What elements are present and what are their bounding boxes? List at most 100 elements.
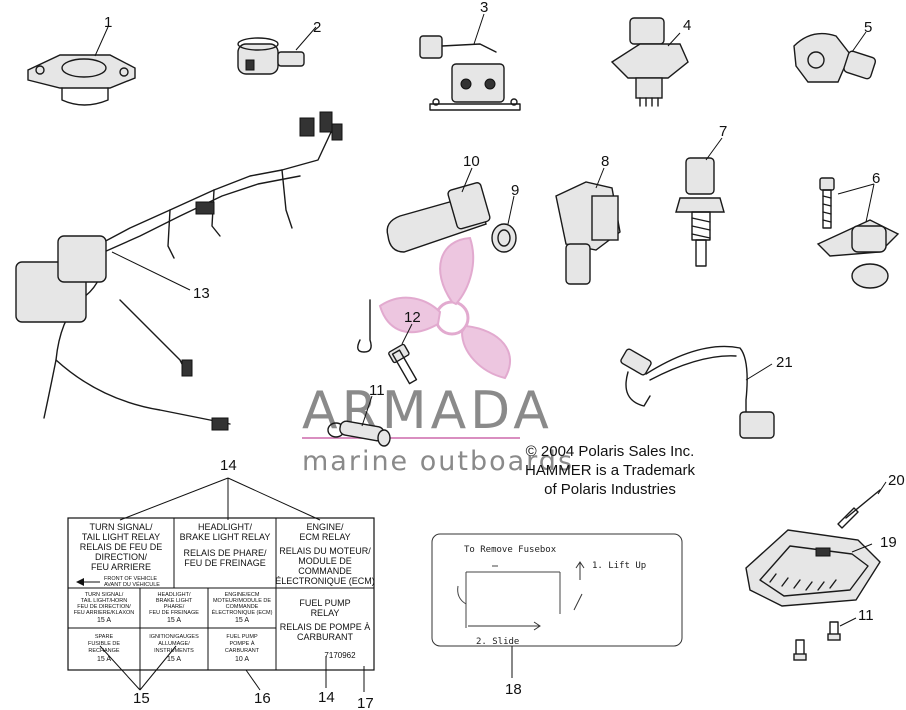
callout-8: 8 — [601, 153, 609, 170]
propeller-logo-icon — [378, 236, 511, 380]
fusebox-decal-title: To Remove Fusebox — [464, 545, 557, 555]
callout-16: 16 — [254, 690, 271, 707]
copyright-notice: © 2004 Polaris Sales Inc. HAMMER is a Tr… — [512, 442, 708, 499]
decal-line: RELAIS DE PHARE/ — [183, 548, 267, 558]
decal-line: HEADLIGHT/ — [157, 592, 190, 598]
part-19-fuse-box — [745, 529, 881, 607]
callout-11-middle: 11 — [369, 382, 385, 399]
callout-19: 19 — [880, 534, 897, 551]
decal-line: FUEL PUMP — [299, 598, 350, 608]
copyright-line-2: HAMMER is a Trademark — [524, 462, 696, 479]
decal-line: FEU DE FREINAGE — [184, 558, 266, 568]
decal-line: COMMANDE — [298, 566, 352, 576]
decal-line: PHARE/ — [164, 604, 185, 610]
decal-line: ENGINE/ — [306, 522, 344, 532]
decal-line: AVANT DU VÉHICULE — [104, 581, 160, 588]
callout-11-right: 11 — [858, 607, 874, 624]
callout-7: 7 — [719, 123, 727, 140]
callout-14-top: 14 — [220, 457, 237, 474]
decal-line: IGNITION/GAUGES — [149, 634, 199, 640]
decal-part-number: 7170962 — [324, 651, 356, 660]
decal-line: RELAIS DE POMPE À — [280, 622, 371, 632]
decal-line: BRAKE LIGHT RELAY — [180, 532, 271, 542]
slide-arrow-icon — [468, 621, 541, 631]
copyright-line-1: © 2004 Polaris Sales Inc. — [525, 443, 695, 460]
decal-line: FEU DE DIRECTION/ — [77, 604, 131, 610]
callout-2: 2 — [313, 19, 321, 36]
decal-line: ALLUMAGE/ — [158, 641, 190, 647]
part-10-ignition-coil — [386, 167, 491, 253]
decal-line: RELAIS DU MOTEUR/ — [279, 546, 371, 556]
decal-line: SPARE — [95, 634, 114, 640]
watermark-brand: ARMADA — [302, 381, 553, 441]
decal-engine-relay: ENGINE/ ECM RELAY RELAIS DU MOTEUR/ MODU… — [275, 522, 375, 586]
watermark-tagline: marine outboards — [302, 446, 574, 477]
decal-line: ENGINE/ECM — [225, 592, 260, 598]
front-of-vehicle-note: FRONT OF VEHICLE AVANT DU VÉHICULE — [76, 576, 160, 588]
callout-10: 10 — [463, 153, 480, 170]
decal-line: RECHANGE — [88, 648, 120, 654]
part-13-wire-harness — [15, 111, 343, 431]
decal-line: FRONT OF VEHICLE — [104, 576, 157, 582]
fuse-spare: SPARE FUSIBLE DE RECHANGE 15 A — [88, 634, 120, 663]
part-11-screws — [793, 617, 857, 661]
part-2-solenoid — [237, 26, 317, 75]
decal-line: TAIL LIGHT/HORN — [81, 598, 127, 604]
lift-up-arrow-icon — [575, 561, 585, 580]
fuse-engine: ENGINE/ECM MOTEUR/MODULE DE COMMANDE ÉLE… — [212, 592, 273, 624]
callout-4: 4 — [683, 17, 691, 34]
part-12-bolt — [357, 299, 418, 385]
callout-3: 3 — [480, 0, 488, 16]
part-11-spacer — [327, 395, 391, 447]
callout-15: 15 — [133, 690, 150, 707]
callout-labels: 1 2 3 4 5 6 7 8 9 10 11 11 12 13 14 14 1… — [104, 0, 905, 710]
decal-line: 15 A — [97, 656, 111, 663]
callout-14-bottom: 14 — [318, 689, 335, 706]
part-1-flange-sensor — [27, 26, 136, 106]
part-9-grommet — [491, 195, 517, 253]
callout-9: 9 — [511, 182, 519, 199]
part-5-tps-sensor — [793, 31, 877, 83]
decal-line: ECM RELAY — [299, 532, 350, 542]
decal-line: ÉLECTRONIQUE (ECM) — [275, 576, 375, 586]
decal-line: 15 A — [235, 617, 249, 624]
decal-line: MODULE DE — [298, 556, 352, 566]
decal-line: INSTRUMENTS — [154, 648, 194, 654]
decal-line: ÉLECTRONIQUE (ECM) — [212, 609, 273, 616]
part-7-temperature-sensor — [675, 137, 725, 267]
callout-12: 12 — [404, 309, 421, 326]
decal-line: CARBURANT — [225, 648, 260, 654]
decal-line: FUEL PUMP — [226, 634, 258, 640]
callout-17: 17 — [357, 695, 374, 710]
decal-line: FUSIBLE DE — [88, 641, 120, 647]
fuse-headlight: HEADLIGHT/ BRAKE LIGHT PHARE/ FEU DE FRE… — [149, 592, 199, 624]
fusebox-decal-step1: 1. Lift Up — [592, 561, 646, 571]
decal-line: CARBURANT — [297, 632, 354, 642]
part-21-sub-harness — [620, 345, 775, 439]
callout-6: 6 — [872, 170, 880, 187]
decal-line: FEU ARRIERE — [91, 562, 151, 572]
fuse-fuel-pump: FUEL PUMP POMPE À CARBURANT 10 A — [225, 634, 260, 663]
decal-line: HEADLIGHT/ — [198, 522, 253, 532]
part-3-relay-bracket — [419, 13, 521, 111]
fuse-ignition: IGNITION/GAUGES ALLUMAGE/ INSTRUMENTS 15… — [149, 634, 199, 663]
decal-line: DIRECTION/ — [95, 552, 148, 562]
callout-13: 13 — [193, 285, 210, 302]
decal-line: FEU ARRIERE/KLAXON — [74, 610, 135, 616]
copyright-line-3: of Polaris Industries — [544, 481, 676, 498]
decal-line: MOTEUR/MODULE DE — [213, 598, 271, 604]
decal-line: POMPE À — [229, 640, 254, 647]
fusebox-removal-decal: To Remove Fusebox 1. Lift Up 2. Slide — [431, 533, 683, 678]
fuse-turn-signal: TURN SIGNAL/ TAIL LIGHT/HORN FEU DE DIRE… — [74, 592, 135, 624]
decal-line: 10 A — [235, 656, 249, 663]
callout-21: 21 — [776, 354, 793, 371]
callout-5: 5 — [864, 19, 872, 36]
decal-turn-signal-relay: TURN SIGNAL/ TAIL LIGHT RELAY RELAIS DE … — [80, 522, 163, 572]
callout-1: 1 — [104, 14, 112, 31]
part-6-speed-sensor — [816, 177, 900, 289]
part-4-sender-unit — [610, 17, 689, 107]
decal-line: RELAIS DE FEU DE — [80, 542, 163, 552]
decal-line: TURN SIGNAL/ — [89, 522, 153, 532]
fusebox-decal-step2: 2. Slide — [476, 637, 519, 647]
